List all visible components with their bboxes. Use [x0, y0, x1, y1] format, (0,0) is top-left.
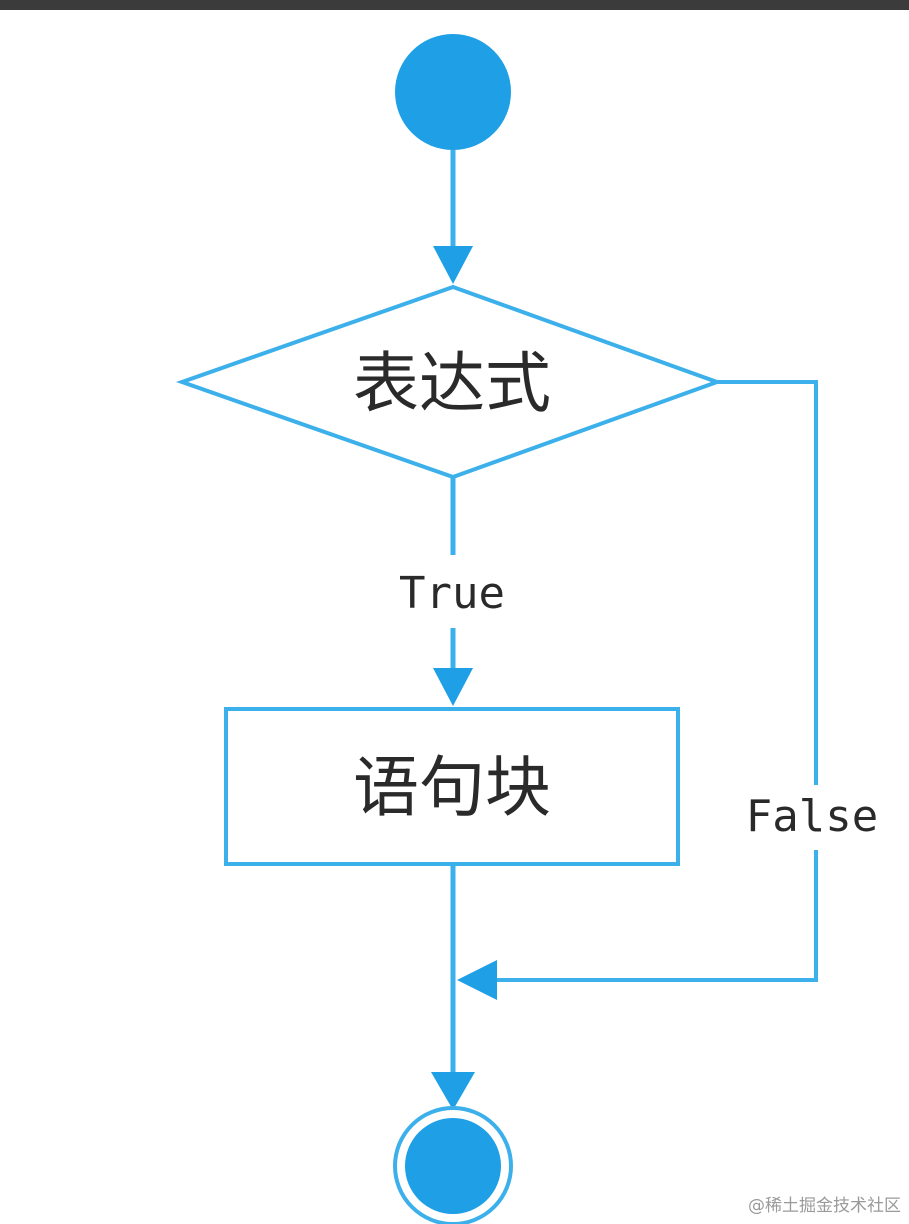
- arrowhead-end: [431, 1072, 475, 1110]
- decision-label: 表达式: [353, 345, 551, 422]
- arrowhead-block: [433, 668, 473, 706]
- start-node: [395, 34, 511, 150]
- block-label: 语句块: [353, 749, 551, 826]
- top-bar: [0, 0, 909, 10]
- end-node-core: [405, 1118, 501, 1214]
- edge-false-lower: [494, 850, 818, 982]
- arrowhead-merge: [457, 960, 497, 1000]
- false-label: False: [746, 791, 878, 842]
- watermark: @稀土掘金技术社区: [748, 1196, 901, 1216]
- true-label: True: [399, 568, 505, 619]
- arrowhead-decision: [433, 246, 473, 284]
- edge-false-upper: [717, 380, 818, 785]
- statement-block: [224, 707, 680, 866]
